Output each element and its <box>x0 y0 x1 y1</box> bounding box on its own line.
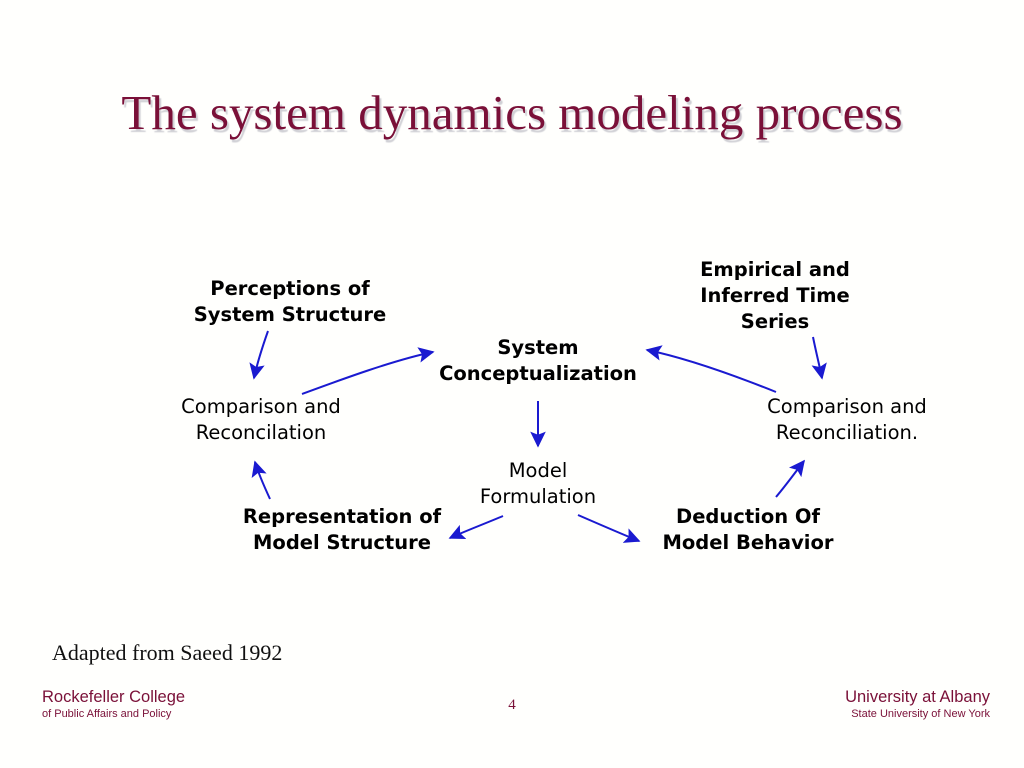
arrow-representation-to-comparison-left <box>251 460 271 500</box>
footer-university-at-albany: University at Albany State University of… <box>845 688 990 721</box>
node-system-conceptualization: System Conceptualization <box>439 336 637 385</box>
footer-left-line-1: Rockefeller College <box>42 688 186 706</box>
arrow-deduction-to-comparison-right <box>775 459 805 498</box>
arrow-empirical-to-comparison-right <box>811 336 827 380</box>
node-representation-of-model-structure: Representation of Model Structure <box>242 505 442 554</box>
node-model-formulation: Model Formulation <box>479 459 597 508</box>
source-attribution: Adapted from Saeed 1992 <box>52 640 283 665</box>
node-comparison-and-reconciliation-right: Comparison and Reconciliation. <box>767 395 927 444</box>
node-deduction-of-model-behavior: Deduction Of Model Behavior <box>662 505 834 554</box>
footer-rockefeller-college: Rockefeller College of Public Affairs an… <box>42 688 185 721</box>
page-number: 4 <box>508 697 516 713</box>
node-empirical-and-inferred-time-series: Empirical and Inferred Time Series <box>700 258 850 333</box>
arrow-perceptions-to-comparison-left <box>249 330 269 380</box>
node-perceptions-of-system-structure: Perceptions of System Structure <box>193 277 387 326</box>
page-title: The system dynamics modeling process <box>121 85 903 140</box>
node-comparison-and-reconcilation-left: Comparison and Reconcilation <box>181 395 341 444</box>
footer-right-line-1: University at Albany <box>845 688 990 706</box>
footer-left-line-2: of Public Affairs and Policy <box>42 708 172 720</box>
footer-right-line-2: State University of New York <box>851 708 990 720</box>
